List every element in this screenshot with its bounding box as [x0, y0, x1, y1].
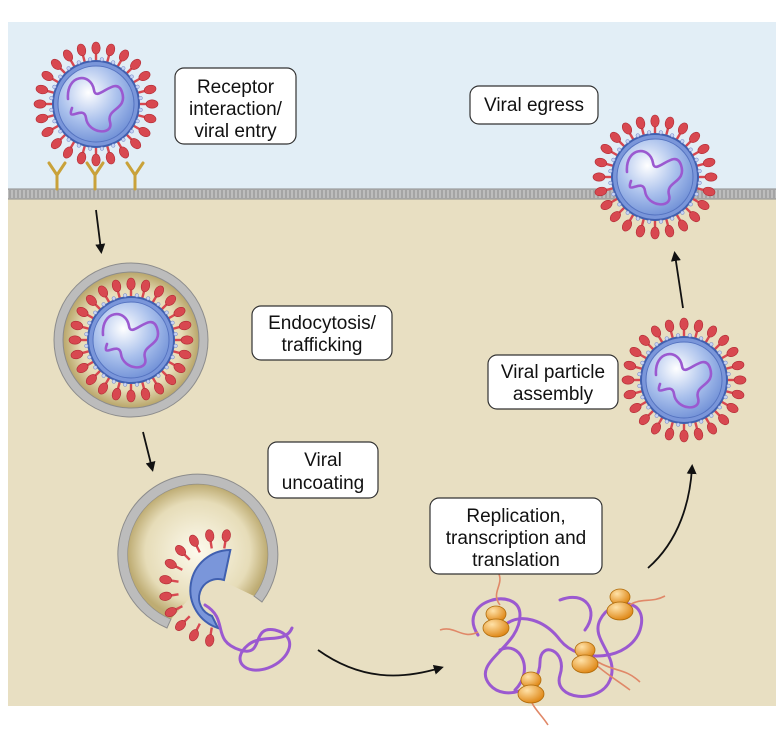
label-replication-line-2: transcription and	[446, 528, 586, 549]
virus-at-receptor	[33, 41, 159, 167]
arrow-uncoating-to-replication	[317, 649, 444, 677]
arrow-endocytosis-to-uncoating	[142, 431, 156, 472]
svg-text:translation: translation	[472, 550, 560, 571]
label-endocytosis-line-1: Endocytosis/	[268, 313, 376, 334]
label-replication-line-1: Replication,	[466, 506, 565, 527]
label-uncoating-box: Viral uncoating	[267, 441, 379, 499]
svg-text:viral entry: viral entry	[194, 121, 277, 142]
released-genome	[203, 603, 294, 672]
label-endocytosis-line-2: trafficking	[282, 335, 363, 356]
plasma-membrane	[8, 189, 776, 199]
svg-text:Viral: Viral	[304, 450, 342, 471]
svg-text:Endocytosis/: Endocytosis/	[268, 313, 376, 334]
arrow-replication-to-assembly	[647, 464, 697, 569]
label-assembly-box: Viral particle assembly	[487, 354, 619, 410]
arrow-assembly-to-egress	[670, 251, 684, 309]
svg-text:Viral egress: Viral egress	[484, 95, 584, 116]
label-assembly-line-2: assembly	[513, 384, 594, 405]
label-uncoating-line-2: uncoating	[282, 473, 364, 494]
label-endocytosis-box: Endocytosis/ trafficking	[251, 305, 393, 361]
uncoating-vesicle	[117, 473, 279, 629]
svg-text:transcription and: transcription and	[446, 528, 586, 549]
label-replication-box: Replication, transcription and translati…	[429, 497, 603, 575]
label-entry-box: Receptor interaction/ viral entry	[174, 67, 297, 145]
label-egress-line-1: Viral egress	[484, 95, 584, 116]
svg-text:Receptor: Receptor	[197, 77, 275, 98]
arrow-entry-to-endocytosis	[95, 209, 106, 254]
svg-text:assembly: assembly	[513, 384, 594, 405]
virus-in-endosome	[68, 277, 194, 403]
svg-text:interaction/: interaction/	[189, 99, 283, 120]
pathway-arrows	[95, 209, 697, 677]
svg-text:trafficking: trafficking	[282, 335, 363, 356]
label-assembly-line-1: Viral particle	[501, 362, 605, 383]
label-entry-line-2: interaction/	[189, 99, 283, 120]
label-entry-line-3: viral entry	[194, 121, 277, 142]
replication-cluster	[439, 571, 666, 726]
host-receptors	[47, 161, 145, 191]
uncoating-capsid	[159, 529, 232, 647]
label-egress-box: Viral egress	[469, 85, 599, 125]
virus-assembled	[621, 317, 747, 443]
label-entry-line-1: Receptor	[197, 77, 275, 98]
svg-text:uncoating: uncoating	[282, 473, 364, 494]
label-replication-line-3: translation	[472, 550, 560, 571]
label-uncoating-line-1: Viral	[304, 450, 342, 471]
svg-text:Viral particle: Viral particle	[501, 362, 605, 383]
virus-egressing	[592, 114, 718, 240]
svg-text:Replication,: Replication,	[466, 506, 565, 527]
